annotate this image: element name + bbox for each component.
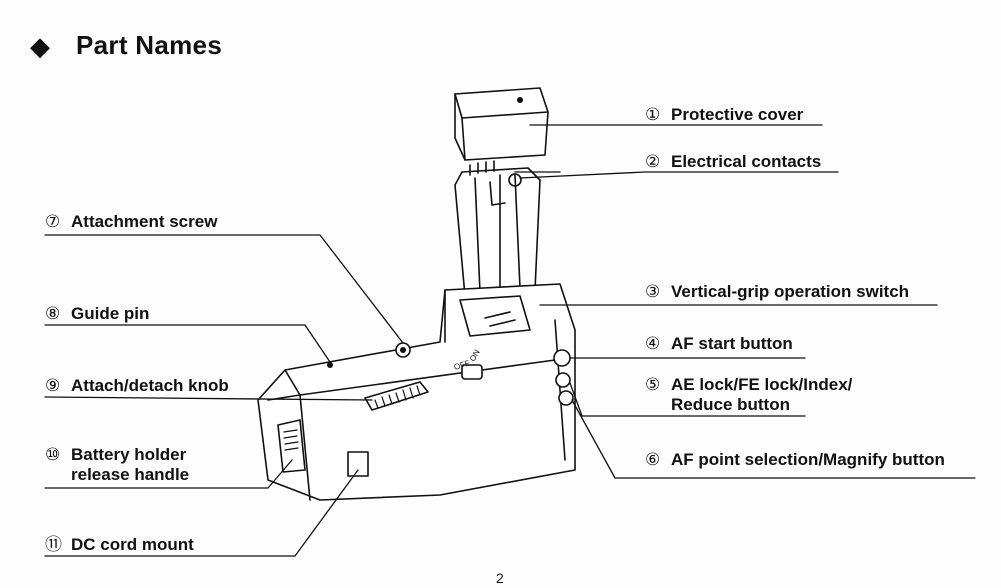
af-start-button (553, 349, 571, 367)
battery-tower (454, 160, 541, 297)
guide-pin (327, 362, 333, 368)
section-header: ◆ Part Names (30, 30, 222, 61)
page-number: 2 (496, 570, 504, 586)
protective-cover (454, 87, 549, 161)
battery-release-handle (277, 419, 306, 473)
diamond-bullet-icon: ◆ (30, 30, 50, 61)
operation-switch (461, 364, 483, 380)
dc-cord-mount (347, 451, 369, 477)
ae-lock-button (555, 372, 571, 388)
leader-lines (44, 124, 976, 557)
attach-detach-knob (364, 381, 429, 411)
section-title: Part Names (76, 30, 223, 60)
af-point-selection-button (558, 390, 574, 406)
